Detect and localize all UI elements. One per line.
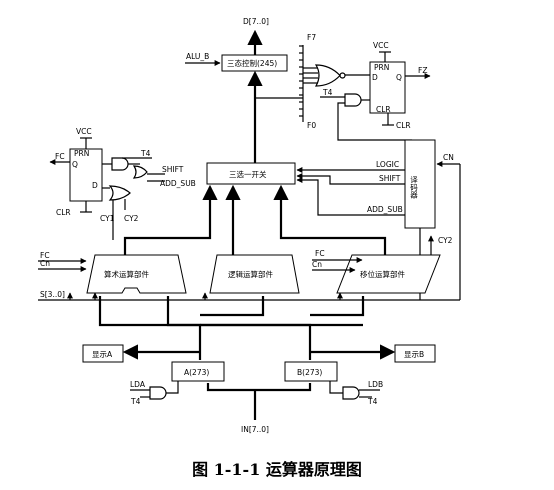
fz-clr-label: CLR: [376, 105, 391, 114]
b-bus-to-shift: [310, 296, 365, 317]
shift-to-mux-bus: [273, 184, 387, 255]
arith-label: 算术运算部件: [104, 269, 149, 279]
arith-to-mux-bus: [123, 184, 218, 255]
register-b-label: B(273): [297, 368, 322, 377]
add-sub-left-label: ADD_SUB: [160, 179, 196, 188]
decoder-box: [404, 139, 436, 229]
shift-control-line: [296, 173, 405, 185]
decoder-label: 译码器: [409, 176, 418, 200]
cy2-label: CY2: [124, 214, 139, 223]
t4-a-label: T4: [130, 397, 141, 406]
carry-clock-and-gate: [111, 157, 129, 171]
decoder-to-fz-clock-wire: [337, 102, 412, 141]
shift-right-label: SHIFT: [379, 174, 401, 183]
t4-left-label: T4: [140, 149, 151, 158]
shift-left-label: SHIFT: [162, 165, 184, 174]
fz-prn-label: PRN: [374, 63, 389, 72]
display-b-label: 显示B: [404, 350, 424, 359]
lda-label: LDA: [130, 380, 146, 389]
f-to-nor-wires: [303, 67, 318, 84]
carry-or-gate: [132, 165, 148, 179]
three-way-mux: [206, 162, 296, 185]
carry-prn-label: PRN: [74, 149, 89, 158]
alu-b-label: ALU_B: [186, 52, 209, 61]
f0-label: F0: [307, 121, 316, 130]
in-bus-label: IN[7..0]: [241, 425, 269, 434]
fz-clock-and-gate: [344, 93, 362, 107]
figure-caption: 图 1-1-1 运算器原理图: [192, 460, 362, 479]
cy1-label: CY1: [100, 214, 115, 223]
cy-or-gate: [108, 185, 131, 201]
fc-output-label: FC: [55, 152, 65, 161]
b-bus-to-arith: [166, 296, 312, 360]
ldb-label: LDB: [368, 380, 383, 389]
nor-gate: [314, 64, 341, 87]
t4-b-label: T4: [367, 397, 378, 406]
logic-unit-label: 逻辑运算部件: [228, 269, 273, 279]
reg-a-clock-wire: [166, 381, 179, 394]
in-bus-split: [206, 383, 312, 392]
carry-d-label: D: [92, 181, 98, 190]
shift-unit: [336, 254, 441, 294]
d-bus-label: D[7..0]: [243, 17, 269, 26]
reg-b-clock-gate: [342, 386, 360, 400]
fz-label: FZ: [418, 66, 427, 75]
a-bus-to-arith: [98, 296, 202, 360]
reg-a-clock-gate: [149, 386, 167, 400]
register-a: [171, 361, 225, 382]
a-bus-to-logic: [200, 296, 265, 317]
register-b: [284, 361, 338, 382]
fz-q-label: Q: [396, 73, 402, 82]
tristate-label: 三态控制(245): [227, 58, 277, 68]
s-bus-label: S[3..0]: [40, 290, 65, 299]
cn-right-label: CN: [443, 153, 454, 162]
fz-clr-label2: CLR: [396, 121, 411, 130]
logic-label: LOGIC: [376, 160, 399, 169]
add-sub-right-label: ADD_SUB: [367, 205, 403, 214]
carry-vcc-label: VCC: [76, 127, 92, 136]
display-a-label: 显示A: [92, 350, 113, 359]
cn-in-label: Cn: [40, 259, 50, 268]
cy2-right-label: CY2: [438, 236, 453, 245]
shift-unit-label: 移位运算部件: [360, 269, 405, 279]
fz-dff: [369, 61, 406, 114]
carry-dff: [69, 148, 103, 202]
register-a-label: A(273): [184, 368, 209, 377]
cn-mid-label: Cn: [312, 260, 322, 269]
f-bus-comb: [255, 45, 303, 117]
mux-label: 三选一开关: [229, 169, 267, 179]
logic-unit: [209, 254, 300, 294]
fc-mid-label: FC: [315, 249, 325, 258]
fc-in-label: FC: [40, 251, 50, 260]
carry-clr-label: CLR: [56, 208, 71, 217]
add-sub-control-line: [296, 177, 405, 216]
fz-vcc-label: VCC: [373, 41, 389, 50]
carry-q-label: Q: [72, 160, 78, 169]
arith-unit: [86, 254, 187, 294]
f7-label: F7: [307, 33, 316, 42]
t4-top-label: T4: [322, 88, 333, 97]
reg-b-clock-wire: [329, 381, 343, 394]
fz-d-label: D: [372, 73, 378, 82]
